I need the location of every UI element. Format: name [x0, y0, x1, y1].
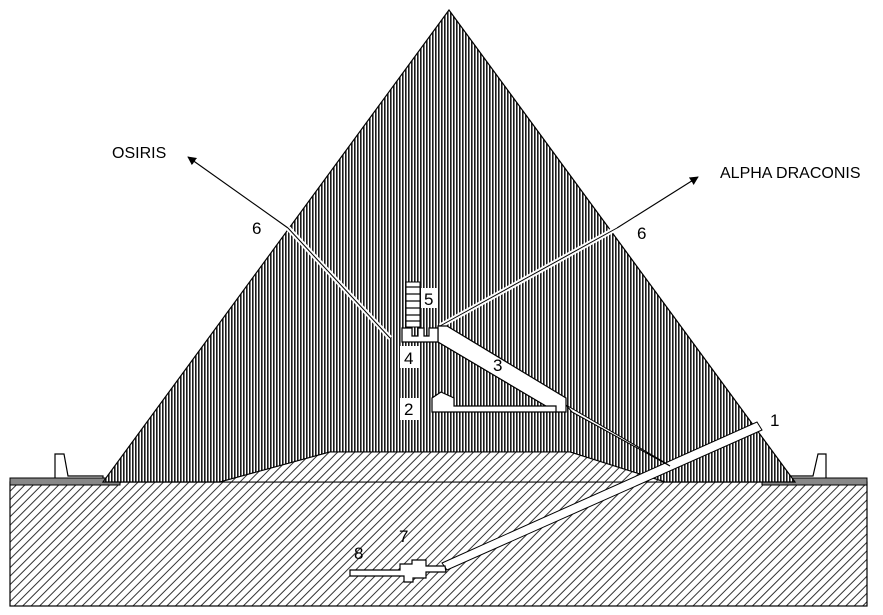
label-bg-4: [400, 346, 419, 368]
star-shaft-right: [438, 225, 619, 329]
target-label-alpha-draconis: ALPHA DRACONIS: [720, 165, 860, 182]
label-2: 2: [404, 400, 413, 419]
label-5: 5: [424, 290, 433, 309]
label-8: 8: [354, 544, 363, 563]
label-bg-2: [400, 398, 419, 420]
label-3: 3: [493, 356, 502, 375]
relieving-chambers: [405, 281, 421, 328]
target-label-osiris: OSIRIS: [112, 145, 166, 162]
label-6-left: 6: [252, 219, 261, 238]
label-6-right: 6: [637, 224, 646, 243]
queens-chamber: [431, 391, 557, 413]
label-7: 7: [399, 527, 408, 546]
ascending-passage: [565, 404, 671, 467]
kings-chamber: [401, 327, 439, 343]
arrow-to-osiris: [187, 156, 289, 229]
subterranean-chamber: [349, 559, 447, 583]
arrow-to-alpha-draconis: [616, 176, 699, 229]
label-4: 4: [404, 349, 413, 368]
descending-passage: [441, 421, 763, 571]
pyramid-body: [101, 8, 797, 483]
star-shaft-left: [286, 226, 392, 340]
label-bg-5: [421, 288, 438, 308]
bedrock: [9, 481, 868, 607]
label-1: 1: [770, 411, 779, 430]
